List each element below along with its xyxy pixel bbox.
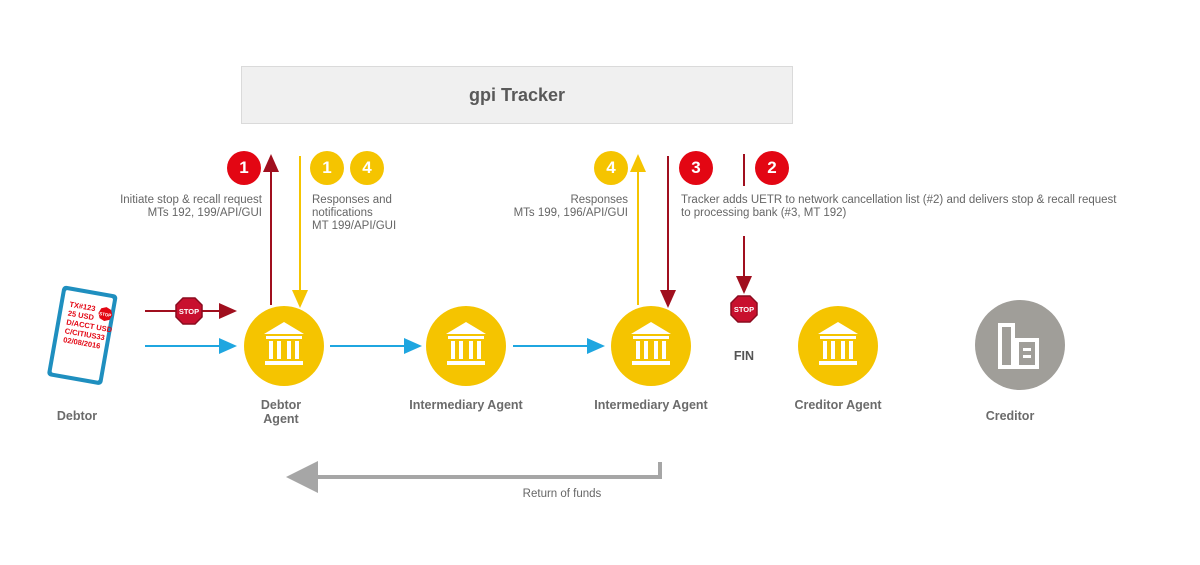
step-badge-3-red: 3: [679, 151, 713, 185]
step-badge-1-yellow: 1: [310, 151, 344, 185]
invoice-document-icon: TX#123 25 USD D/ACCT USD C/CITIUS33 02/0…: [47, 285, 118, 385]
label-debtor: Debtor: [56, 409, 98, 423]
note-line: Responses: [570, 194, 628, 206]
note-initiate: Initiate stop & recall request MTs 192, …: [95, 194, 262, 220]
gpi-tracker-title: gpi Tracker: [468, 84, 566, 105]
stop-sign-text: STOP: [179, 307, 199, 316]
label-line: Debtor: [260, 398, 302, 412]
label-debtor-agent: Debtor Agent: [241, 398, 321, 426]
step-number: 3: [691, 158, 701, 177]
invoice-stop-text: STOP: [99, 311, 112, 318]
note-line: MT 199/API/GUI: [312, 220, 397, 232]
note-line: MTs 199, 196/API/GUI: [513, 207, 628, 219]
note-line: Responses and: [312, 194, 392, 206]
note-tracker-adds: Tracker adds UETR to network cancellatio…: [681, 194, 1151, 220]
gpi-tracker-box: gpi Tracker: [241, 66, 793, 124]
note-line: to processing bank (#3, MT 192): [681, 207, 847, 219]
step-badge-1-red: 1: [227, 151, 261, 185]
label-fin: FIN: [733, 349, 755, 363]
step-number: 4: [362, 158, 372, 177]
step-number: 1: [239, 158, 249, 177]
note-responses-left: Responses and notifications MT 199/API/G…: [312, 194, 422, 233]
intermediary-agent-1-bank-icon: [426, 306, 506, 386]
label-intermediary-agent-2: Intermediary Agent: [594, 398, 708, 412]
step-badge-2-red: 2: [755, 151, 789, 185]
stop-sign-icon: STOP: [175, 297, 203, 325]
note-line: Tracker adds UETR to network cancellatio…: [681, 194, 1117, 206]
note-responses-right: Responses MTs 199, 196/API/GUI: [490, 194, 628, 220]
note-line: MTs 192, 199/API/GUI: [147, 207, 262, 219]
creditor-building-icon: [975, 300, 1065, 390]
debtor-agent-bank-icon: [244, 306, 324, 386]
step-number: 4: [606, 158, 616, 177]
step-badge-4-yellow-right: 4: [594, 151, 628, 185]
intermediary-agent-2-bank-icon: [611, 306, 691, 386]
label-line: Agent: [263, 412, 299, 426]
note-line: notifications: [312, 207, 373, 219]
label-return-of-funds: Return of funds: [522, 488, 602, 500]
return-of-funds-arrow: [286, 461, 662, 493]
step-number: 1: [322, 158, 332, 177]
step-badge-4-yellow-left: 4: [350, 151, 384, 185]
note-line: Initiate stop & recall request: [120, 194, 262, 206]
label-intermediary-agent-1: Intermediary Agent: [409, 398, 523, 412]
creditor-agent-bank-icon: [798, 306, 878, 386]
invoice-line: TX#123: [69, 300, 96, 313]
invoice-stop-icon: [98, 307, 113, 321]
stop-sign-text: STOP: [734, 305, 754, 314]
step-number: 2: [767, 158, 777, 177]
label-creditor-agent: Creditor Agent: [794, 398, 882, 412]
label-creditor: Creditor: [985, 409, 1035, 423]
fin-stop-sign-icon: STOP: [730, 295, 758, 323]
